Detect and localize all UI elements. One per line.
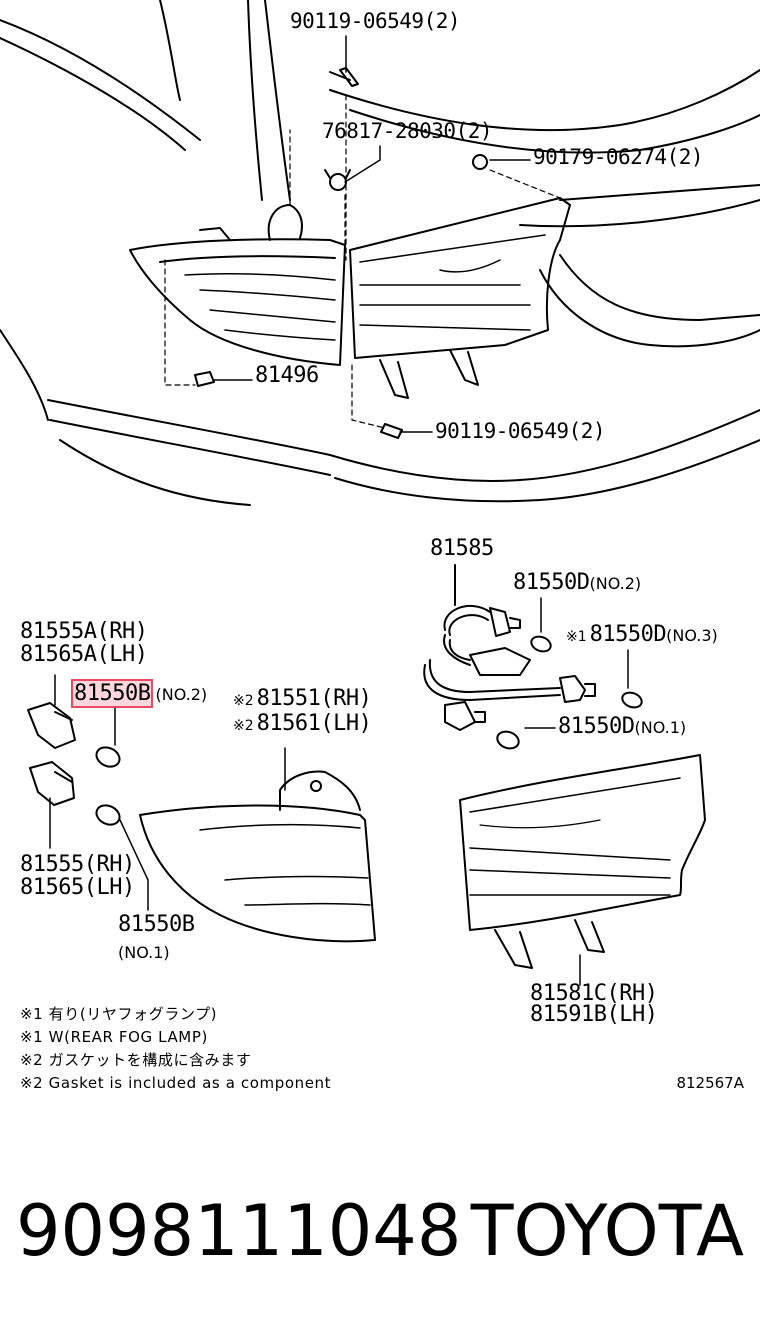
note-fog-en: ※1 W(REAR FOG LAMP): [20, 1028, 208, 1046]
label-bulb-b-no1-suffix: (NO.1): [118, 943, 170, 962]
diagram-artwork: [0, 0, 760, 986]
bulb-d-no2-number: 81550D: [513, 570, 590, 595]
wiring-harness: [423, 564, 643, 750]
lamp-rh-number: 81551(RH): [256, 686, 372, 711]
label-retainer: 90179-06274(2): [533, 145, 704, 169]
rear-lens-right: [459, 754, 706, 986]
wiring-leaders: [524, 597, 629, 729]
diagram-code: 812567A: [676, 1074, 744, 1092]
label-bulb-b-no2: 81550B(NO.2): [70, 679, 208, 708]
left-bulbs: [95, 707, 149, 911]
label-bolt-top: 90119-06549(2): [290, 9, 461, 33]
bulb-b-no2-suffix: (NO.2): [155, 685, 208, 704]
note-gasket-en: ※2 Gasket is included as a component: [20, 1074, 332, 1092]
label-cord: 81585: [430, 536, 494, 561]
tail-lamp-left: [139, 747, 376, 943]
label-clip: 76817-28030(2): [322, 119, 493, 143]
note-gasket-jp: ※2 ガスケットを構成に含みます: [20, 1051, 252, 1069]
upper-dashed-leaders: [164, 94, 561, 429]
note-fog-jp: ※1 有り(リヤフォグランプ): [20, 1005, 218, 1023]
label-lens-rh: 81581C(RH): [530, 981, 658, 1006]
label-bulb-d-no1: 81550D(NO.1): [558, 716, 686, 739]
car-body-outline: [0, 0, 760, 506]
upper-left-lamp: [129, 204, 346, 366]
fog-lamp-mark: ※1: [566, 629, 587, 645]
gasket-mark-rh: ※2: [233, 693, 254, 709]
bulb-d-no3-suffix: (NO.3): [666, 626, 718, 645]
upper-leaders: [213, 35, 531, 433]
label-socket-rh: 81555(RH): [20, 852, 135, 877]
label-socket-lh: 81565(LH): [20, 875, 135, 900]
upper-right-lamp: [349, 197, 571, 399]
left-sockets: [27, 674, 76, 849]
label-screw-left: 81496: [255, 363, 319, 388]
bulb-d-no2-suffix: (NO.2): [589, 574, 642, 593]
footer-brand: TOYOTA: [470, 1190, 744, 1272]
lamp-lh-number: 81561(LH): [256, 711, 372, 736]
label-bulb-b-no1: 81550B: [118, 912, 195, 937]
label-socket-a-rh: 81555A(RH): [20, 619, 148, 644]
upper-fasteners: [194, 67, 488, 439]
bulb-d-no3-number: 81550D: [589, 622, 667, 647]
highlighted-part-number[interactable]: 81550B: [70, 679, 154, 708]
label-bulb-d-no2: 81550D(NO.2): [513, 572, 641, 595]
bulb-d-no1-suffix: (NO.1): [634, 718, 687, 737]
footer-part-number: 9098111048: [16, 1190, 462, 1272]
gasket-mark-lh: ※2: [233, 718, 254, 734]
label-lens-lh: 81591B(LH): [530, 1002, 658, 1027]
label-bolt-bottom: 90119-06549(2): [435, 419, 606, 443]
label-socket-a-lh: 81565A(LH): [20, 642, 148, 667]
bulb-d-no1-number: 81550D: [558, 714, 635, 739]
